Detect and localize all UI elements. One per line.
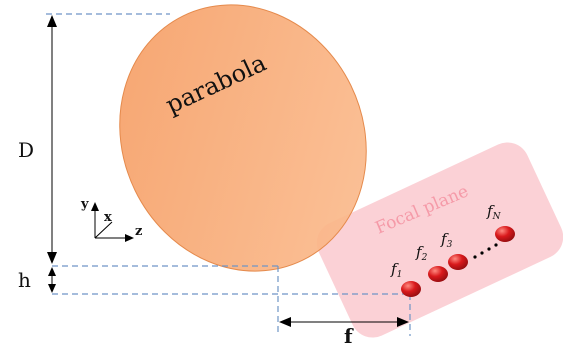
y-axis-arrowhead — [91, 202, 99, 211]
feed-label-f3: f3 — [440, 230, 453, 250]
D-label: D — [18, 138, 34, 162]
coordinate-axes — [94, 205, 130, 239]
y-axis-label: y — [80, 197, 89, 212]
h-arrow-top — [48, 267, 56, 276]
x-axis-line — [94, 221, 113, 239]
feed-label-f1: f1 — [390, 260, 402, 280]
feed-dot-fN — [495, 226, 515, 242]
z-axis-arrowhead — [125, 234, 134, 242]
focal-plane — [316, 142, 563, 338]
feed-dot-f3 — [448, 254, 468, 270]
feed-dot-f2 — [428, 266, 448, 282]
D-arrow-bottom — [47, 252, 57, 264]
ellipsis-dots — [473, 243, 498, 259]
f-label: f — [344, 324, 354, 345]
parabola-reflector — [119, 4, 367, 272]
dashed-guide-lines — [46, 13, 411, 336]
feed-dot-f1 — [401, 281, 421, 297]
x-axis-label: x — [104, 210, 112, 225]
feed-label-f2: f2 — [415, 243, 428, 263]
f-arrow-right — [397, 317, 409, 327]
z-axis-label: z — [135, 224, 142, 239]
D-arrow-top — [47, 15, 57, 27]
f-arrow-left — [279, 317, 291, 327]
feed-label-fN: fN — [486, 202, 502, 222]
h-arrow-bottom — [48, 284, 56, 293]
h-label: h — [18, 268, 31, 292]
